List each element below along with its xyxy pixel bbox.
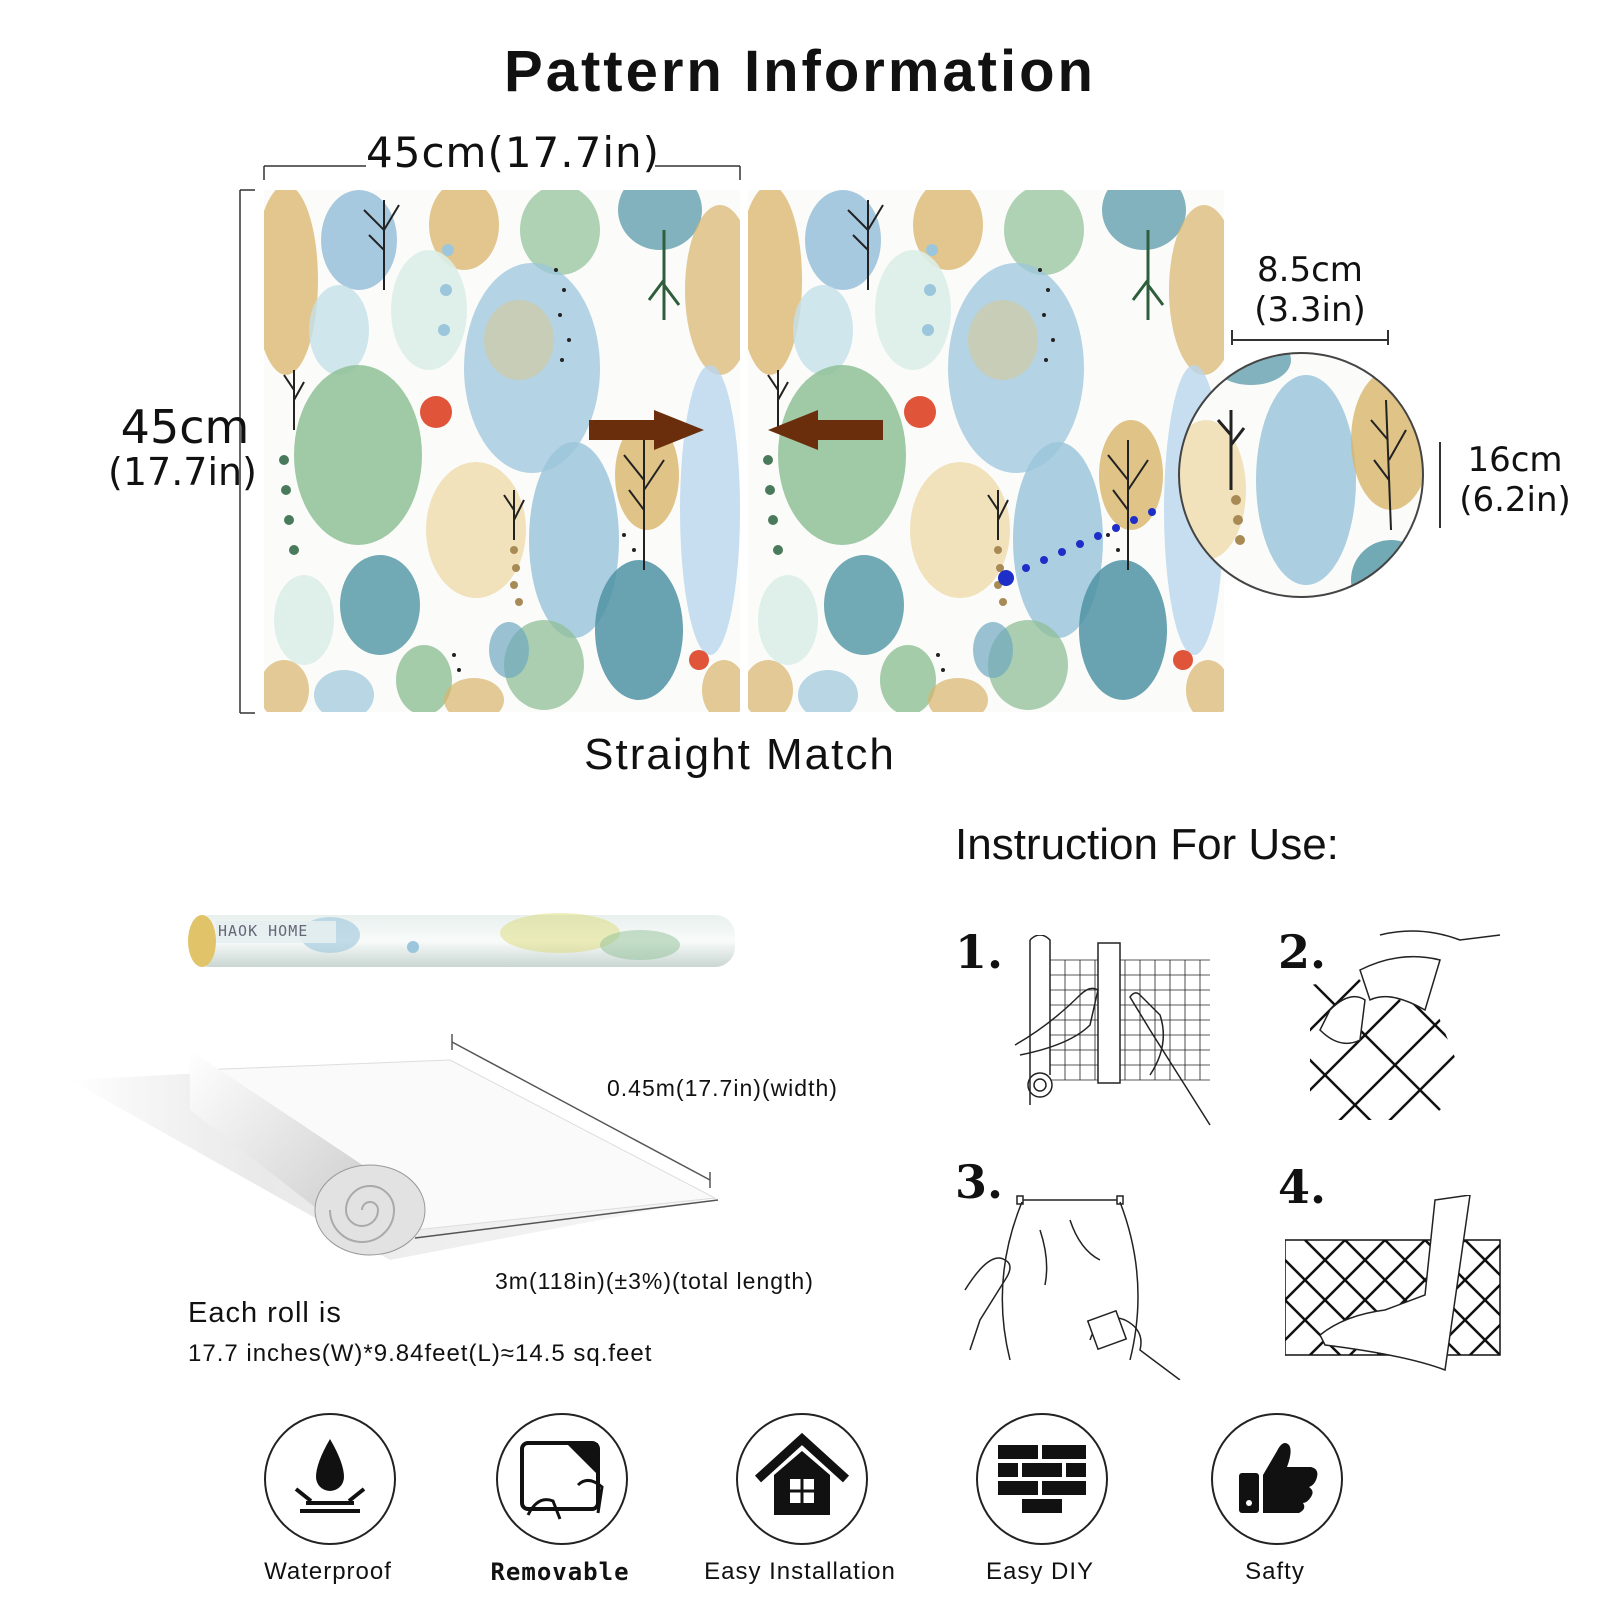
repeat-height-cm-label: 16cm	[1467, 440, 1563, 480]
feature-label-easy-diy: Easy DIY	[985, 1558, 1095, 1585]
roll-area-label: 17.7 inches(W)*9.84feet(L)≈14.5 sq.feet	[188, 1340, 653, 1367]
page-title: Pattern Information	[504, 39, 1096, 104]
feature-label-safty: Safty	[1245, 1558, 1305, 1585]
dimension-lines	[239, 165, 1441, 714]
repeat-width-cm-label: 8.5cm	[1257, 250, 1363, 290]
product-roll-image	[188, 913, 735, 967]
match-arrow-left	[768, 410, 883, 450]
water-drop-icon	[294, 1439, 366, 1513]
feature-label-waterproof: Waterproof	[264, 1558, 392, 1585]
removable-badge	[496, 1413, 628, 1545]
pattern-width-label: 45cm(17.7in)	[366, 128, 661, 177]
brick-wall-icon	[998, 1445, 1086, 1513]
unrolled-sheet-illustration	[70, 1034, 719, 1260]
roll-width-label: 0.45m(17.7in)(width)	[607, 1075, 838, 1101]
repeat-height-in-label: (6.2in)	[1459, 480, 1571, 520]
house-icon	[754, 1432, 850, 1515]
step-number-1: 1.	[955, 925, 1004, 979]
pattern-height-cm-label: 45cm	[120, 400, 250, 454]
each-roll-label: Each roll is	[188, 1297, 342, 1329]
instructions-heading: Instruction For Use:	[955, 820, 1339, 869]
easy-installation-badge	[736, 1413, 868, 1545]
feature-label-removable: Removable	[490, 1558, 630, 1586]
step-4-illustration	[1285, 1195, 1501, 1372]
pattern-height-in-label: (17.7in)	[108, 450, 257, 494]
step-number-4: 4.	[1278, 1160, 1327, 1214]
peel-tablet-icon	[520, 1441, 604, 1520]
pattern-panel-right	[748, 190, 1224, 712]
step-3-illustration	[964, 1195, 1181, 1380]
match-type-label: Straight Match	[584, 730, 896, 779]
waterproof-badge	[264, 1413, 396, 1545]
safety-badge	[1211, 1413, 1343, 1545]
step-1-illustration	[1014, 935, 1211, 1126]
step-number-2: 2.	[1278, 925, 1327, 979]
feature-label-easy-installation: Easy Installation	[704, 1558, 896, 1585]
pattern-panel-left	[264, 190, 740, 712]
pattern-zoom-circle	[1178, 352, 1424, 598]
repeat-dots	[998, 508, 1156, 586]
step-number-3: 3.	[955, 1155, 1004, 1209]
roll-length-label: 3m(118in)(±3%)(total length)	[495, 1268, 814, 1294]
easy-diy-badge	[976, 1413, 1108, 1545]
match-arrow-right	[589, 410, 704, 450]
step-2-illustration	[1310, 930, 1501, 1120]
roll-brand-label: HAOK HOME	[218, 922, 309, 940]
repeat-width-in-label: (3.3in)	[1254, 290, 1366, 330]
thumbs-up-icon	[1239, 1443, 1318, 1513]
